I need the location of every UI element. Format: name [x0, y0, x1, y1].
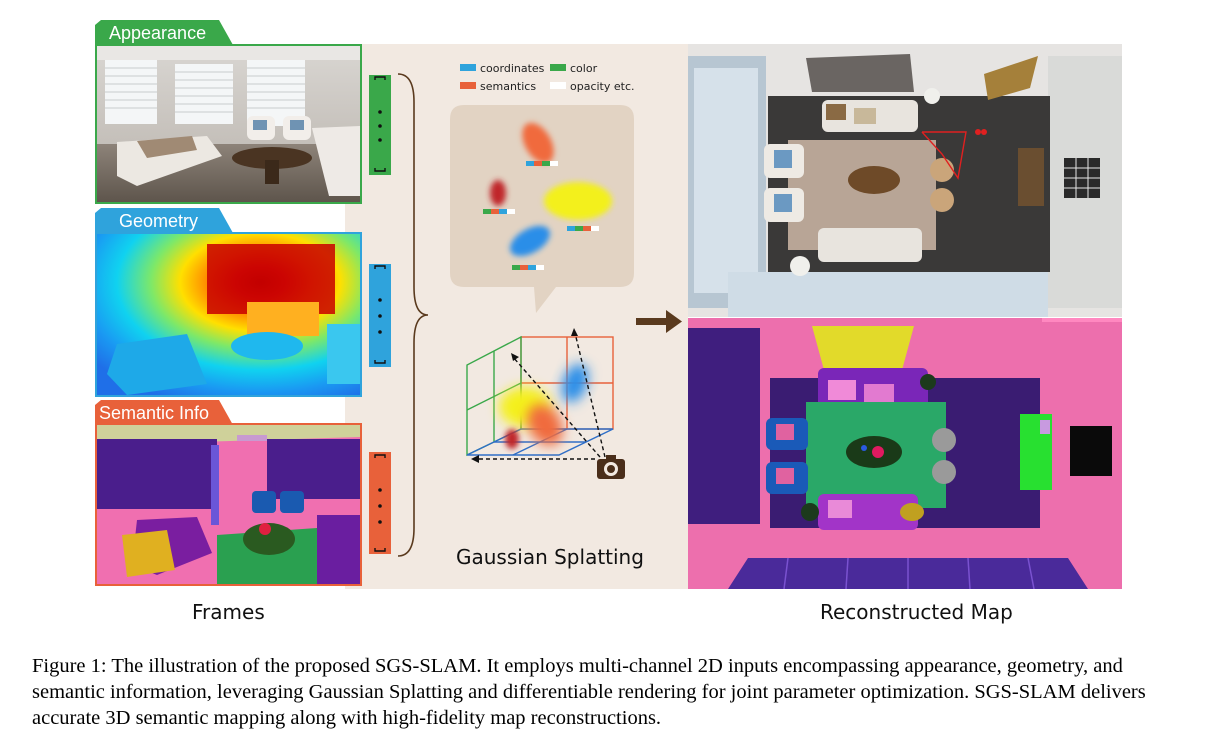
appearance-label: Appearance [109, 23, 207, 43]
curly-brace [397, 73, 429, 557]
geometry-depth-image [95, 232, 362, 397]
legend-coordinates: coordinates [480, 62, 545, 75]
figure-caption: Figure 1: The illustration of the propos… [32, 655, 1146, 729]
attribute-chip-2 [483, 209, 515, 214]
legend-opacity: opacity etc. [570, 80, 635, 93]
reconstructed-rgb-map [688, 44, 1122, 317]
geometry-label: Geometry [119, 211, 199, 231]
reconstructed-map-label: Reconstructed Map [820, 600, 1013, 624]
attribute-chip-4 [512, 265, 544, 270]
gaussian-blue [510, 225, 550, 257]
legend-color: color [570, 62, 598, 75]
semantic-image [95, 423, 362, 586]
appearance-tab: Appearance [95, 20, 233, 45]
gaussian-bubble [450, 105, 634, 313]
gaussian-orange [522, 122, 554, 164]
appearance-image [95, 44, 362, 204]
semantic-vector-bar [369, 452, 391, 554]
geometry-tab: Geometry [95, 208, 233, 233]
legend-semantics: semantics [480, 80, 536, 93]
reconstructed-semantic-map [688, 318, 1122, 589]
frames-label: Frames [192, 600, 265, 624]
attribute-chip-1 [526, 161, 558, 166]
gaussian-dark-red [490, 180, 506, 206]
semantic-tab: Semantic Info [95, 400, 233, 425]
semantic-label: Semantic Info [99, 403, 210, 423]
attribute-legend: coordinates color semantics opacity etc. [460, 62, 635, 93]
gaussian-yellow [544, 182, 612, 220]
right-arrow-icon [636, 310, 682, 333]
attribute-chip-3 [567, 226, 599, 231]
camera-icon [597, 455, 625, 479]
gaussian-3d-grid [466, 328, 625, 479]
vector-bar-brackets [374, 76, 386, 552]
gaussian-splatting-label: Gaussian Splatting [456, 545, 644, 569]
